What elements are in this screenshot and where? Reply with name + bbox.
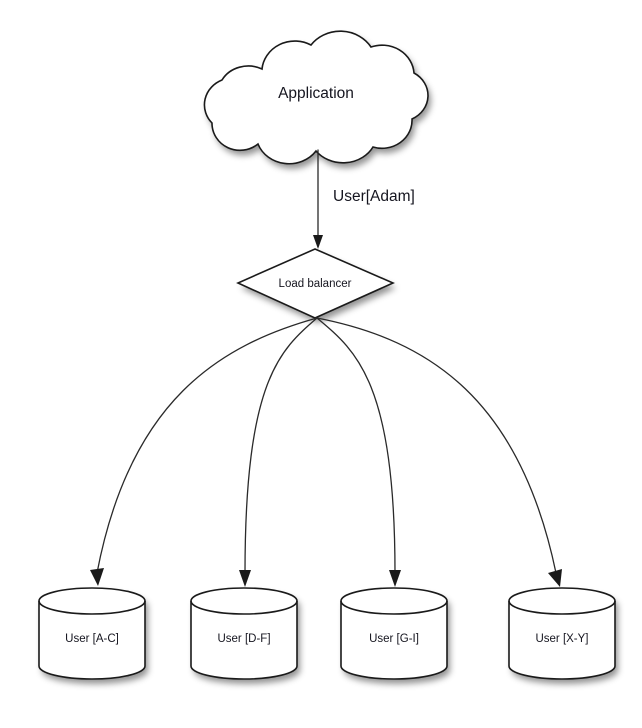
cylinder-top-2 bbox=[340, 587, 448, 615]
database-2-label: User [G-I] bbox=[369, 633, 419, 645]
cloud-outline bbox=[203, 30, 429, 165]
edge-balancer-to-db-3 bbox=[316, 317, 562, 587]
load-balancer-label: Load balancer bbox=[279, 278, 352, 290]
edge-balancer-to-db-1-line bbox=[244, 317, 318, 574]
cylinder-side-2 bbox=[340, 601, 448, 680]
cylinder-top-fill-3 bbox=[509, 588, 615, 614]
application-label: Application bbox=[278, 85, 354, 102]
edge-balancer-to-db-0-arrowhead bbox=[90, 568, 104, 586]
edge-balancer-to-db-1-arrowhead bbox=[239, 570, 251, 587]
cylinder-top-1 bbox=[190, 587, 298, 615]
cylinder-side-3 bbox=[508, 601, 616, 680]
edge-balancer-to-db-1 bbox=[239, 317, 318, 587]
edge-balancer-to-db-2 bbox=[316, 317, 401, 587]
edge-app-to-balancer-arrowhead bbox=[313, 235, 323, 249]
edge-app-to-balancer-label: User[Adam] bbox=[333, 188, 415, 205]
node-database-0[interactable]: User [A-C] bbox=[38, 587, 146, 680]
cylinder-body-0 bbox=[39, 601, 145, 679]
cylinder-body-1 bbox=[191, 601, 297, 679]
edge-balancer-to-db-0 bbox=[90, 317, 318, 586]
edge-balancer-to-db-2-arrowhead bbox=[389, 570, 401, 587]
edge-app-to-balancer: User[Adam] bbox=[313, 149, 415, 249]
cylinder-top-0 bbox=[38, 587, 146, 615]
edge-balancer-to-db-3-arrowhead bbox=[548, 569, 562, 587]
edge-balancer-to-db-2-line bbox=[316, 317, 396, 574]
cylinder-top-fill-1 bbox=[191, 588, 297, 614]
cylinder-top-3 bbox=[508, 587, 616, 615]
cylinder-body-2 bbox=[341, 601, 447, 679]
cylinder-side-1 bbox=[190, 601, 298, 680]
node-database-1[interactable]: User [D-F] bbox=[190, 587, 298, 680]
cylinder-top-fill-0 bbox=[39, 588, 145, 614]
cylinder-top-fill-2 bbox=[341, 588, 447, 614]
database-3-label: User [X-Y] bbox=[535, 633, 588, 645]
node-load-balancer[interactable]: Load balancer bbox=[236, 248, 395, 319]
node-database-3[interactable]: User [X-Y] bbox=[508, 587, 616, 680]
cylinder-body-3 bbox=[509, 601, 615, 679]
cloud-shape bbox=[204, 31, 428, 164]
node-application[interactable]: Application bbox=[203, 30, 429, 165]
node-database-2[interactable]: User [G-I] bbox=[340, 587, 448, 680]
database-1-label: User [D-F] bbox=[217, 633, 270, 645]
edge-balancer-to-db-3-line bbox=[316, 317, 557, 574]
cylinder-side-0 bbox=[38, 601, 146, 680]
edge-balancer-to-db-0-line bbox=[96, 317, 318, 574]
database-0-label: User [A-C] bbox=[65, 633, 119, 645]
